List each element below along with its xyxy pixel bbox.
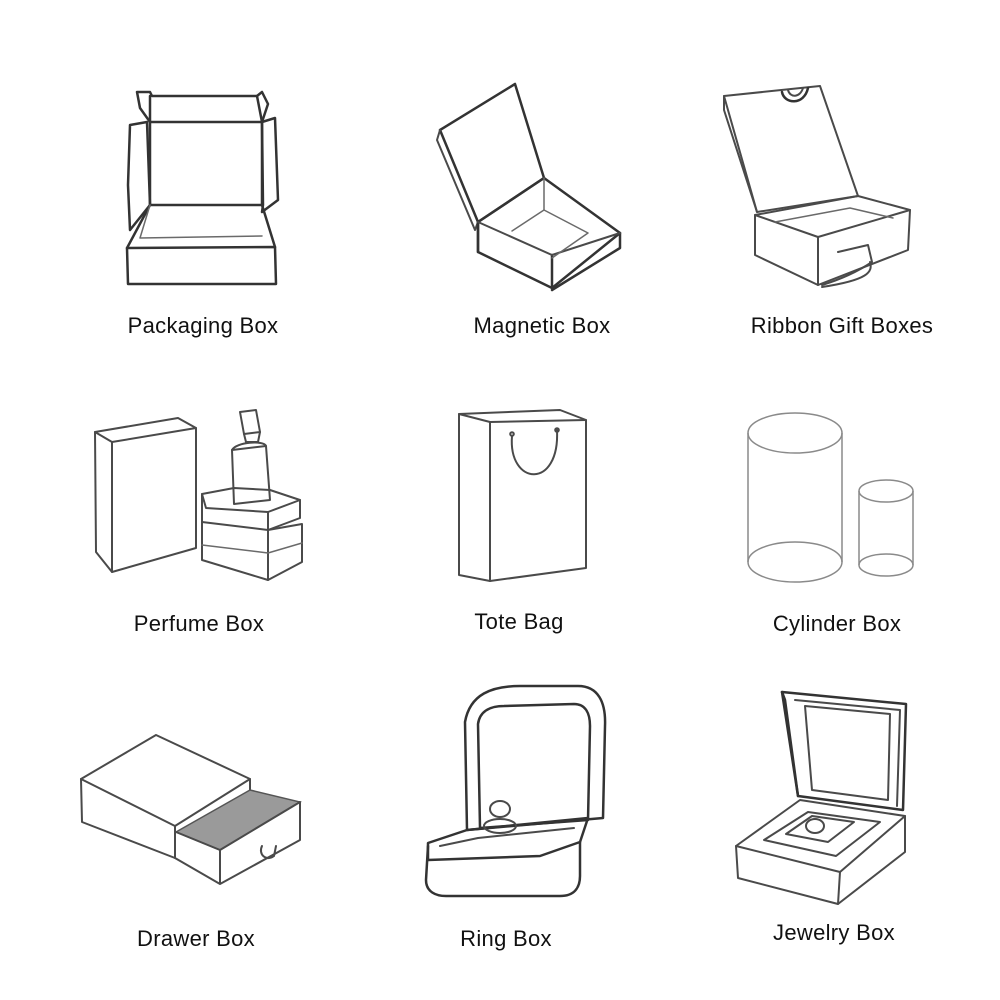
item-label: Ring Box [460, 926, 552, 951]
drawer-box-icon [80, 734, 302, 885]
item-label: Tote Bag [474, 609, 564, 634]
item-label: Drawer Box [137, 926, 255, 951]
item-label: Packaging Box [127, 313, 279, 338]
cylinder-box-icon [747, 412, 914, 583]
ring-box-icon [424, 684, 607, 898]
jewelry-box-icon [735, 690, 908, 905]
item-label: Magnetic Box [473, 313, 611, 338]
item-label: Cylinder Box [772, 611, 902, 636]
packaging-box-icon [125, 90, 280, 286]
item-label: Jewelry Box [773, 920, 895, 945]
item-label: Perfume Box [133, 611, 265, 636]
magnetic-box-icon [436, 82, 622, 292]
perfume-box-icon [94, 409, 303, 581]
item-label: Ribbon Gift Boxes [750, 313, 934, 338]
tote-bag-icon [458, 409, 587, 582]
ribbon-gift-box-icon [723, 85, 911, 288]
